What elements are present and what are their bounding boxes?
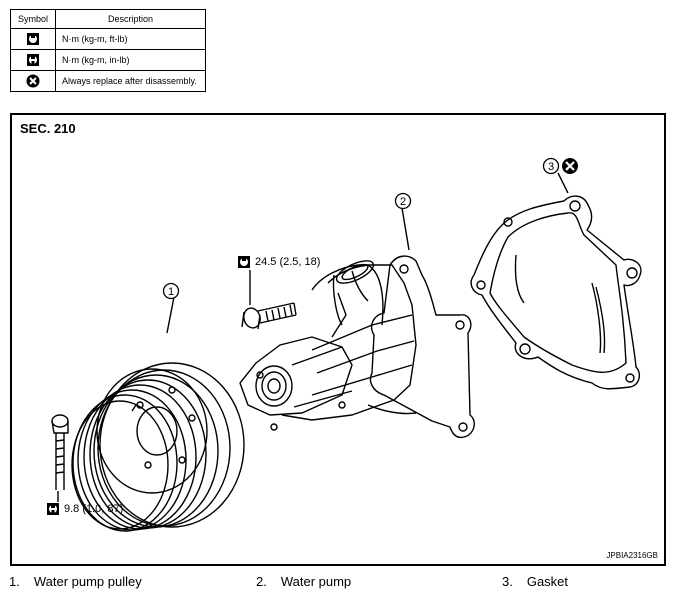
exploded-view-frame: SEC. 210: [10, 113, 666, 566]
caption-item: 2. Water pump: [256, 574, 351, 589]
torque-wrench-ftlb-icon: [27, 33, 39, 45]
callout-3: 3: [542, 157, 578, 175]
legend-row-description: N·m (kg-m, ft-lb): [55, 28, 206, 50]
legend-row: Always replace after disassembly.: [10, 70, 206, 92]
callout-leaders: [57, 172, 569, 502]
callout-2-number: 2: [400, 196, 406, 208]
legend-row: N·m (kg-m, ft-lb): [10, 28, 206, 50]
always-replace-icon: [26, 74, 40, 88]
torque-wrench-inlb-icon: [27, 54, 39, 66]
gasket-drawing: [470, 195, 642, 390]
callout-2: 2: [394, 192, 412, 210]
part-captions: 1. Water pump pulley 2. Water pump 3. Ga…: [0, 571, 684, 593]
torque-wrench-inlb-icon: [47, 503, 59, 515]
caption-item: 1. Water pump pulley: [9, 574, 142, 589]
callout-3-number: 3: [548, 161, 554, 173]
torque-spec-pulley-bolt: 9.8 (1.0, 87): [46, 502, 123, 516]
caption-number: 2.: [256, 574, 267, 589]
torque-spec-pump-bolt: 24.5 (2.5, 18): [237, 255, 320, 269]
torque-wrench-ftlb-icon: [238, 256, 250, 268]
legend-header-description: Description: [55, 9, 206, 29]
callout-1-number: 1: [168, 286, 174, 298]
section-title: SEC. 210: [20, 121, 76, 136]
caption-item: 3. Gasket: [502, 574, 568, 589]
legend-row-description: N·m (kg-m, in-lb): [55, 49, 206, 71]
symbol-legend-table: Symbol Description N·m (kg-m, ft-lb) N·m…: [10, 9, 206, 92]
figure-code: JPBIA2316GB: [606, 551, 658, 560]
caption-label: Water pump: [280, 574, 352, 589]
legend-row-description: Always replace after disassembly.: [55, 70, 206, 92]
caption-number: 1.: [9, 574, 20, 589]
pulley-bolt-drawing: [51, 414, 69, 490]
water-pump-exploded-diagram: [51, 172, 642, 532]
torque-value-pump-bolt: 24.5 (2.5, 18): [255, 256, 321, 268]
caption-label: Gasket: [526, 574, 569, 589]
water-pump-drawing: [239, 255, 475, 439]
caption-number: 3.: [502, 574, 513, 589]
legend-row: N·m (kg-m, in-lb): [10, 49, 206, 71]
pump-bolt-drawing: [241, 302, 297, 330]
caption-label: Water pump pulley: [33, 574, 142, 589]
torque-value-pulley-bolt: 9.8 (1.0, 87): [64, 503, 124, 515]
legend-header-symbol: Symbol: [10, 9, 56, 29]
callout-1: 1: [162, 282, 180, 300]
pulley-drawing: [71, 362, 245, 532]
